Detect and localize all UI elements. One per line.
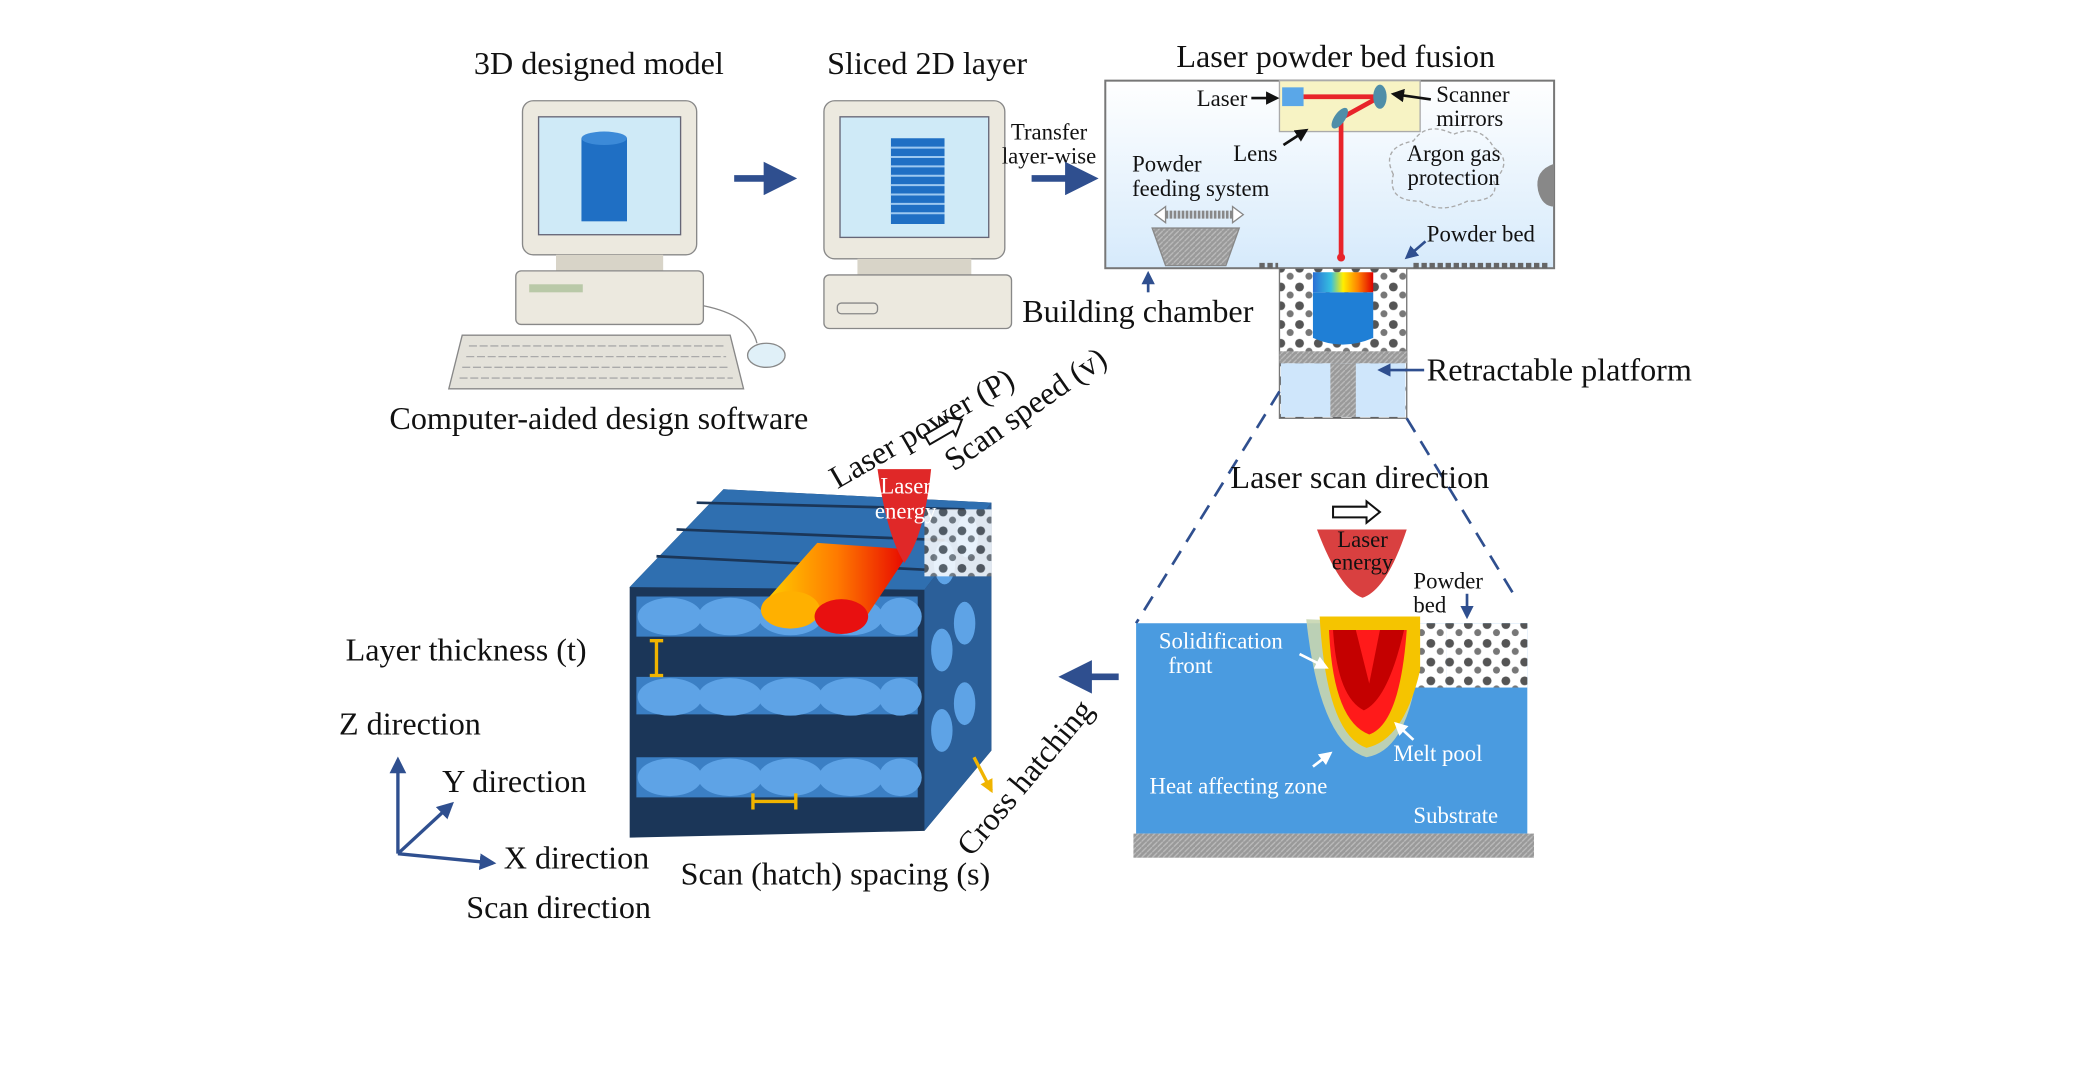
layer-cube-illustration	[629, 469, 993, 838]
cube-laser-energy-2: energy	[875, 499, 937, 524]
x-direction-label: X direction	[504, 839, 649, 875]
laser-energy-cone	[1316, 529, 1407, 598]
building-chamber-label: Building chamber	[1022, 293, 1253, 329]
sliced-title: Sliced 2D layer	[827, 45, 1027, 81]
laser-label: Laser	[1197, 86, 1248, 111]
cad-label: Computer-aided design software	[389, 400, 808, 436]
zoom-line-right	[1405, 417, 1518, 600]
melt-powder-bed-2: bed	[1413, 593, 1446, 618]
heat-zone-pointer	[1312, 751, 1333, 768]
powder-feeding-label-2: feeding system	[1132, 176, 1269, 201]
heat-zone-label: Heat affecting zone	[1149, 773, 1327, 798]
computer-1-icon	[447, 100, 786, 390]
solidification-pointer	[1298, 652, 1329, 669]
powder-bed-pointer	[1404, 240, 1427, 260]
cube-laser-energy-1: Laser	[880, 473, 931, 498]
argon-label-1: Argon gas	[1407, 141, 1501, 166]
substrate-block	[1133, 616, 1535, 858]
retractable-platform-label: Retractable platform	[1427, 352, 1692, 388]
z-direction-label: Z direction	[339, 705, 481, 741]
lpbf-title: Laser powder bed fusion	[1176, 38, 1495, 74]
solidification-front-label-1: Solidification	[1159, 629, 1284, 654]
powder-bed-label: Powder bed	[1427, 221, 1536, 246]
lens-label: Lens	[1233, 141, 1277, 166]
transfer-label-1: Transfer	[1011, 120, 1088, 145]
axes-icon	[389, 756, 497, 871]
lens-pointer-arrow	[1282, 128, 1309, 147]
melt-laser-energy-1: Laser	[1337, 527, 1388, 552]
scan-direction-arrow-icon	[1332, 499, 1382, 525]
powder-feeding-label-1: Powder	[1132, 152, 1202, 177]
melt-pool-label: Melt pool	[1393, 741, 1482, 766]
scanner-mirrors-label-2: mirrors	[1436, 106, 1503, 131]
computer-2-icon	[823, 100, 1013, 330]
melt-powder-bed-1: Powder	[1413, 568, 1483, 593]
substrate-label: Substrate	[1413, 803, 1498, 828]
laser-scan-direction-label: Laser scan direction	[1230, 459, 1489, 495]
transfer-label-2: layer-wise	[1002, 144, 1096, 169]
argon-label-2: protection	[1407, 165, 1500, 190]
melt-pool-pointer	[1394, 721, 1415, 741]
layer-thickness-label: Layer thickness (t)	[346, 632, 587, 668]
solidification-front-label-2: front	[1168, 653, 1213, 678]
power-to-speed-arrow-icon	[923, 415, 964, 446]
model-title: 3D designed model	[474, 45, 724, 81]
scan-direction-label: Scan direction	[466, 889, 651, 925]
scanner-mirrors-label-1: Scanner	[1436, 82, 1510, 107]
y-direction-label: Y direction	[442, 763, 586, 799]
melt-laser-energy-2: energy	[1332, 550, 1394, 575]
mirror-pointer-arrow	[1390, 88, 1432, 103]
zoom-line-left	[1134, 390, 1281, 624]
hatch-spacing-label: Scan (hatch) spacing (s)	[681, 855, 991, 891]
